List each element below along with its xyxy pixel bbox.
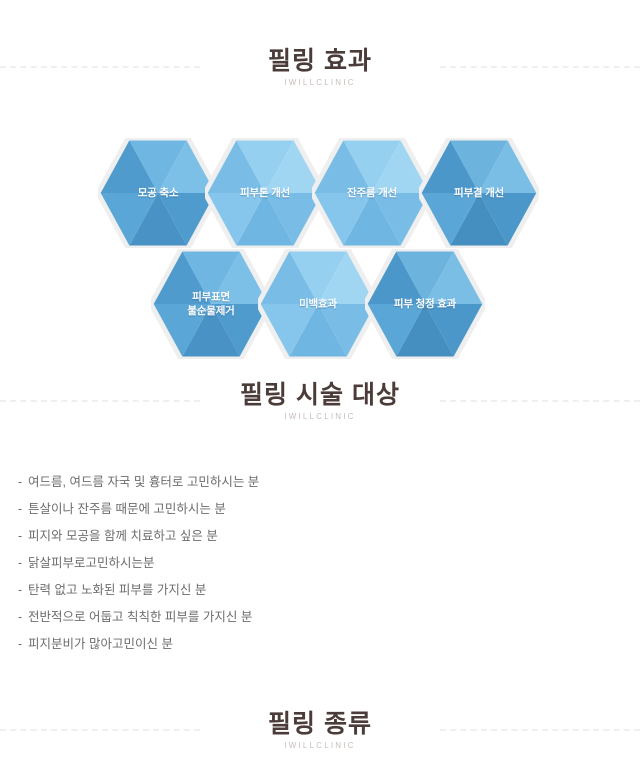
hexagon-top-4[interactable]: 피부결 개선 xyxy=(419,138,539,248)
hexagon-facet xyxy=(236,140,294,193)
bullet-dash: - xyxy=(18,637,23,651)
brand-subtitle-candidates: IWILLCLINIC xyxy=(284,412,356,421)
candidates-spacer xyxy=(0,434,640,474)
hexagon-facet xyxy=(450,140,508,193)
hexagon-facet xyxy=(158,140,216,193)
list-item-label: 닭살피부로고민하시는분 xyxy=(28,556,155,570)
hexagon-facet xyxy=(182,251,240,304)
hexagon-facet xyxy=(372,193,430,246)
bullet-dash: - xyxy=(18,583,23,597)
hexagon-facet xyxy=(421,140,479,193)
hexagon-facet xyxy=(479,193,537,246)
hexagon-facet xyxy=(100,140,158,193)
hexagon-facet xyxy=(153,304,211,357)
hexagon-shape xyxy=(205,138,325,248)
list-item-label: 여드름, 여드름 자국 및 흉터로 고민하시는 분 xyxy=(28,475,260,489)
hexagon-facet xyxy=(153,251,211,304)
hexagon-bottom-1[interactable]: 피부표면 불순물제거 xyxy=(151,249,271,359)
hexagon-facet xyxy=(343,193,401,246)
hexagon-shape xyxy=(98,138,218,248)
bullet-dash: - xyxy=(18,556,23,570)
page-title-types: 필링 종류 xyxy=(250,707,390,741)
header-rule-right xyxy=(440,400,640,402)
hexagon-shape xyxy=(258,249,378,359)
list-item: -피지분비가 많아고민이신 분 xyxy=(0,636,640,663)
list-item-label: 튼살이나 잔주름 때문에 고민하시는 분 xyxy=(28,502,226,516)
hexagon-facet xyxy=(207,140,265,193)
brand-subtitle-effects: IWILLCLINIC xyxy=(284,78,356,87)
hexagon-facet xyxy=(396,304,454,357)
hexagon-facet xyxy=(318,304,376,357)
hexagon-facet xyxy=(367,251,425,304)
hexagon-facet xyxy=(421,193,479,246)
list-item: -닭살피부로고민하시는분 xyxy=(0,555,640,582)
hexagon-facet xyxy=(182,304,240,357)
list-item-label: 피지분비가 많아고민이신 분 xyxy=(28,637,173,651)
header-rule-left xyxy=(0,66,200,68)
hexagon-shape xyxy=(365,249,485,359)
hexagon-facet xyxy=(318,251,376,304)
effects-spacer xyxy=(0,100,640,128)
section-header-types: 필링 종류 IWILLCLINIC xyxy=(0,707,640,763)
hexagon-facet xyxy=(100,193,158,246)
section-header-effects: 필링 효과 IWILLCLINIC xyxy=(0,44,640,100)
hexagon-facet xyxy=(479,140,537,193)
header-rule-right xyxy=(440,729,640,731)
page-title-effects: 필링 효과 xyxy=(250,44,390,78)
hexagon-facet xyxy=(158,193,216,246)
bullet-dash: - xyxy=(18,610,23,624)
hexagon-facet xyxy=(207,193,265,246)
hexagon-facet xyxy=(450,193,508,246)
header-rule-left xyxy=(0,729,200,731)
page-title-candidates: 필링 시술 대상 xyxy=(222,378,418,412)
bullet-dash: - xyxy=(18,502,23,516)
hexagon-facet xyxy=(211,304,269,357)
top-spacer xyxy=(0,0,640,44)
list-item-label: 탄력 없고 노화된 피부를 가지신 분 xyxy=(28,583,207,597)
hexagon-facet xyxy=(211,251,269,304)
hexagon-facet xyxy=(343,140,401,193)
hexagon-facet xyxy=(265,140,323,193)
list-item-label: 전반적으로 어둡고 칙칙한 피부를 가지신 분 xyxy=(28,610,253,624)
hexagon-facet xyxy=(396,251,454,304)
hexagon-top-3[interactable]: 잔주름 개선 xyxy=(312,138,432,248)
header-rule-right xyxy=(440,66,640,68)
hexagon-facet xyxy=(265,193,323,246)
hexagon-facet xyxy=(129,140,187,193)
hexagon-facet xyxy=(260,251,318,304)
header-rule-left xyxy=(0,400,200,402)
list-item: -피지와 모공을 함께 치료하고 싶은 분 xyxy=(0,528,640,555)
hexagon-shape xyxy=(151,249,271,359)
list-item-label: 피지와 모공을 함께 치료하고 싶은 분 xyxy=(28,529,218,543)
list-item: -튼살이나 잔주름 때문에 고민하시는 분 xyxy=(0,501,640,528)
hexagon-shape xyxy=(419,138,539,248)
hexagon-facet xyxy=(314,193,372,246)
list-item: -전반적으로 어둡고 칙칙한 피부를 가지신 분 xyxy=(0,609,640,636)
hexagon-facet xyxy=(425,304,483,357)
hexagon-facet xyxy=(260,304,318,357)
hexagon-bottom-3[interactable]: 피부 청정 효과 xyxy=(365,249,485,359)
hexagon-facet xyxy=(129,193,187,246)
bullet-dash: - xyxy=(18,529,23,543)
brand-subtitle-types: IWILLCLINIC xyxy=(284,741,356,750)
section-header-candidates: 필링 시술 대상 IWILLCLINIC xyxy=(0,378,640,434)
hexagon-facet xyxy=(425,251,483,304)
list-item: -탄력 없고 노화된 피부를 가지신 분 xyxy=(0,582,640,609)
hexagon-facet xyxy=(367,304,425,357)
hexagon-facet xyxy=(236,193,294,246)
hexagon-facet xyxy=(314,140,372,193)
list-item: -여드름, 여드름 자국 및 흉터로 고민하시는 분 xyxy=(0,474,640,501)
bullet-dash: - xyxy=(18,475,23,489)
hexagon-top-1[interactable]: 모공 축소 xyxy=(98,138,218,248)
hexagon-top-2[interactable]: 피부톤 개선 xyxy=(205,138,325,248)
hexagon-facet xyxy=(289,251,347,304)
candidate-list: -여드름, 여드름 자국 및 흉터로 고민하시는 분-튼살이나 잔주름 때문에 … xyxy=(0,474,640,663)
hexagon-facet xyxy=(372,140,430,193)
hexagon-bottom-2[interactable]: 미백효과 xyxy=(258,249,378,359)
hexagon-facet xyxy=(289,304,347,357)
hexagon-shape xyxy=(312,138,432,248)
types-spacer xyxy=(0,663,640,707)
